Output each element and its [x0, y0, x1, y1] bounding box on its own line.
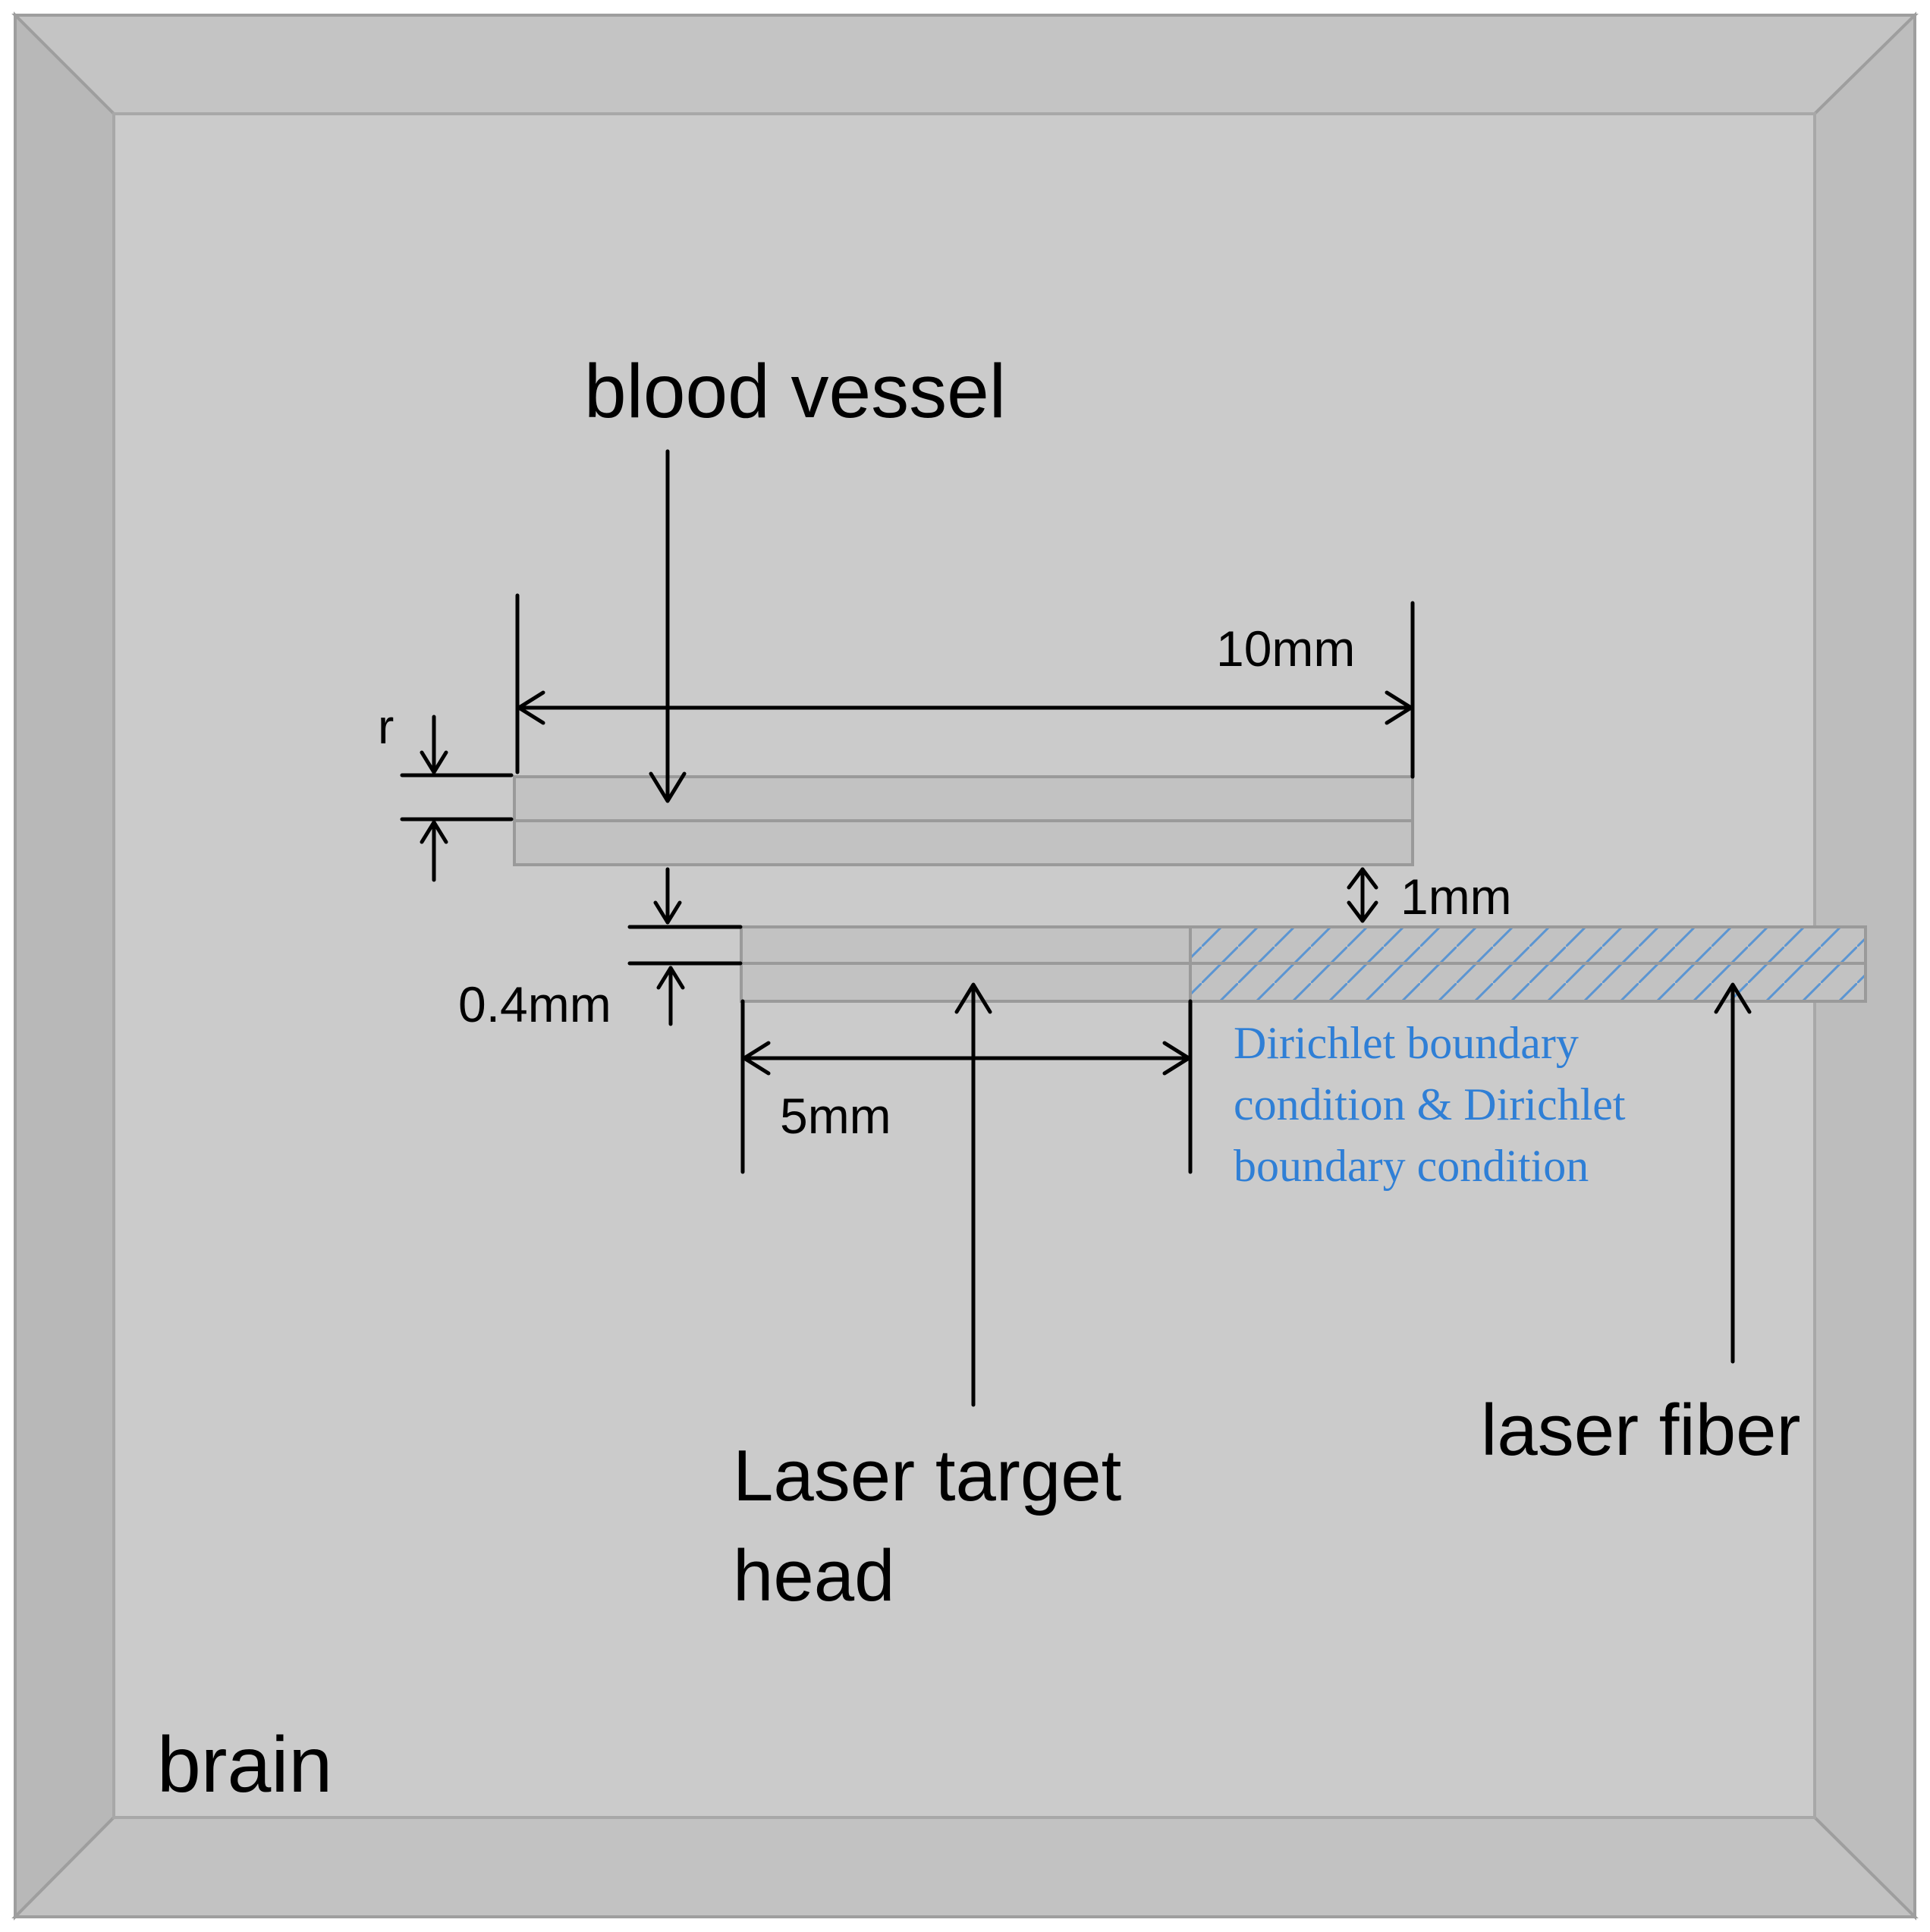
target-thickness-label: 0.4mm: [458, 976, 611, 1032]
laser-fiber-label: laser fiber: [1481, 1390, 1801, 1471]
boundary-condition-line3: boundary condition: [1234, 1141, 1589, 1191]
frame-top-bevel: [11, 14, 1919, 115]
boundary-condition-line2: condition & Dirichlet: [1234, 1079, 1626, 1129]
laser-fiber-arrow: [1714, 982, 1752, 1364]
blood-vessel-rod: [513, 775, 1414, 866]
laser-target-head-label-line1: Laser target: [733, 1435, 1121, 1516]
boundary-condition-line1: Dirichlet boundary: [1234, 1018, 1579, 1068]
target-length-dimension: [740, 999, 1193, 1174]
target-length-label: 5mm: [780, 1088, 891, 1144]
vessel-radius-dimension: [400, 715, 514, 882]
vessel-length-label: 10mm: [1216, 620, 1355, 677]
laser-target-head-arrow: [954, 982, 992, 1407]
laser-target-head-label-line2: head: [733, 1535, 895, 1616]
laser-target-head-rod: [740, 925, 1192, 1003]
blood-vessel-arrow: [649, 449, 687, 803]
blood-vessel-label: blood vessel: [584, 349, 1006, 434]
brain-label: brain: [157, 1721, 332, 1809]
vessel-length-dimension: [515, 593, 1415, 779]
vessel-radius-label: r: [378, 699, 394, 754]
laser-fiber-rod: [1189, 925, 1867, 1003]
gap-dimension: [1347, 867, 1378, 923]
target-thickness-dimension: [627, 867, 743, 1026]
gap-label: 1mm: [1400, 869, 1512, 925]
boundary-condition-note: Dirichlet boundary condition & Dirichlet…: [1234, 1018, 1626, 1191]
frame-left-bevel: [14, 11, 115, 1921]
frame-bottom-bevel: [11, 1816, 1919, 1918]
